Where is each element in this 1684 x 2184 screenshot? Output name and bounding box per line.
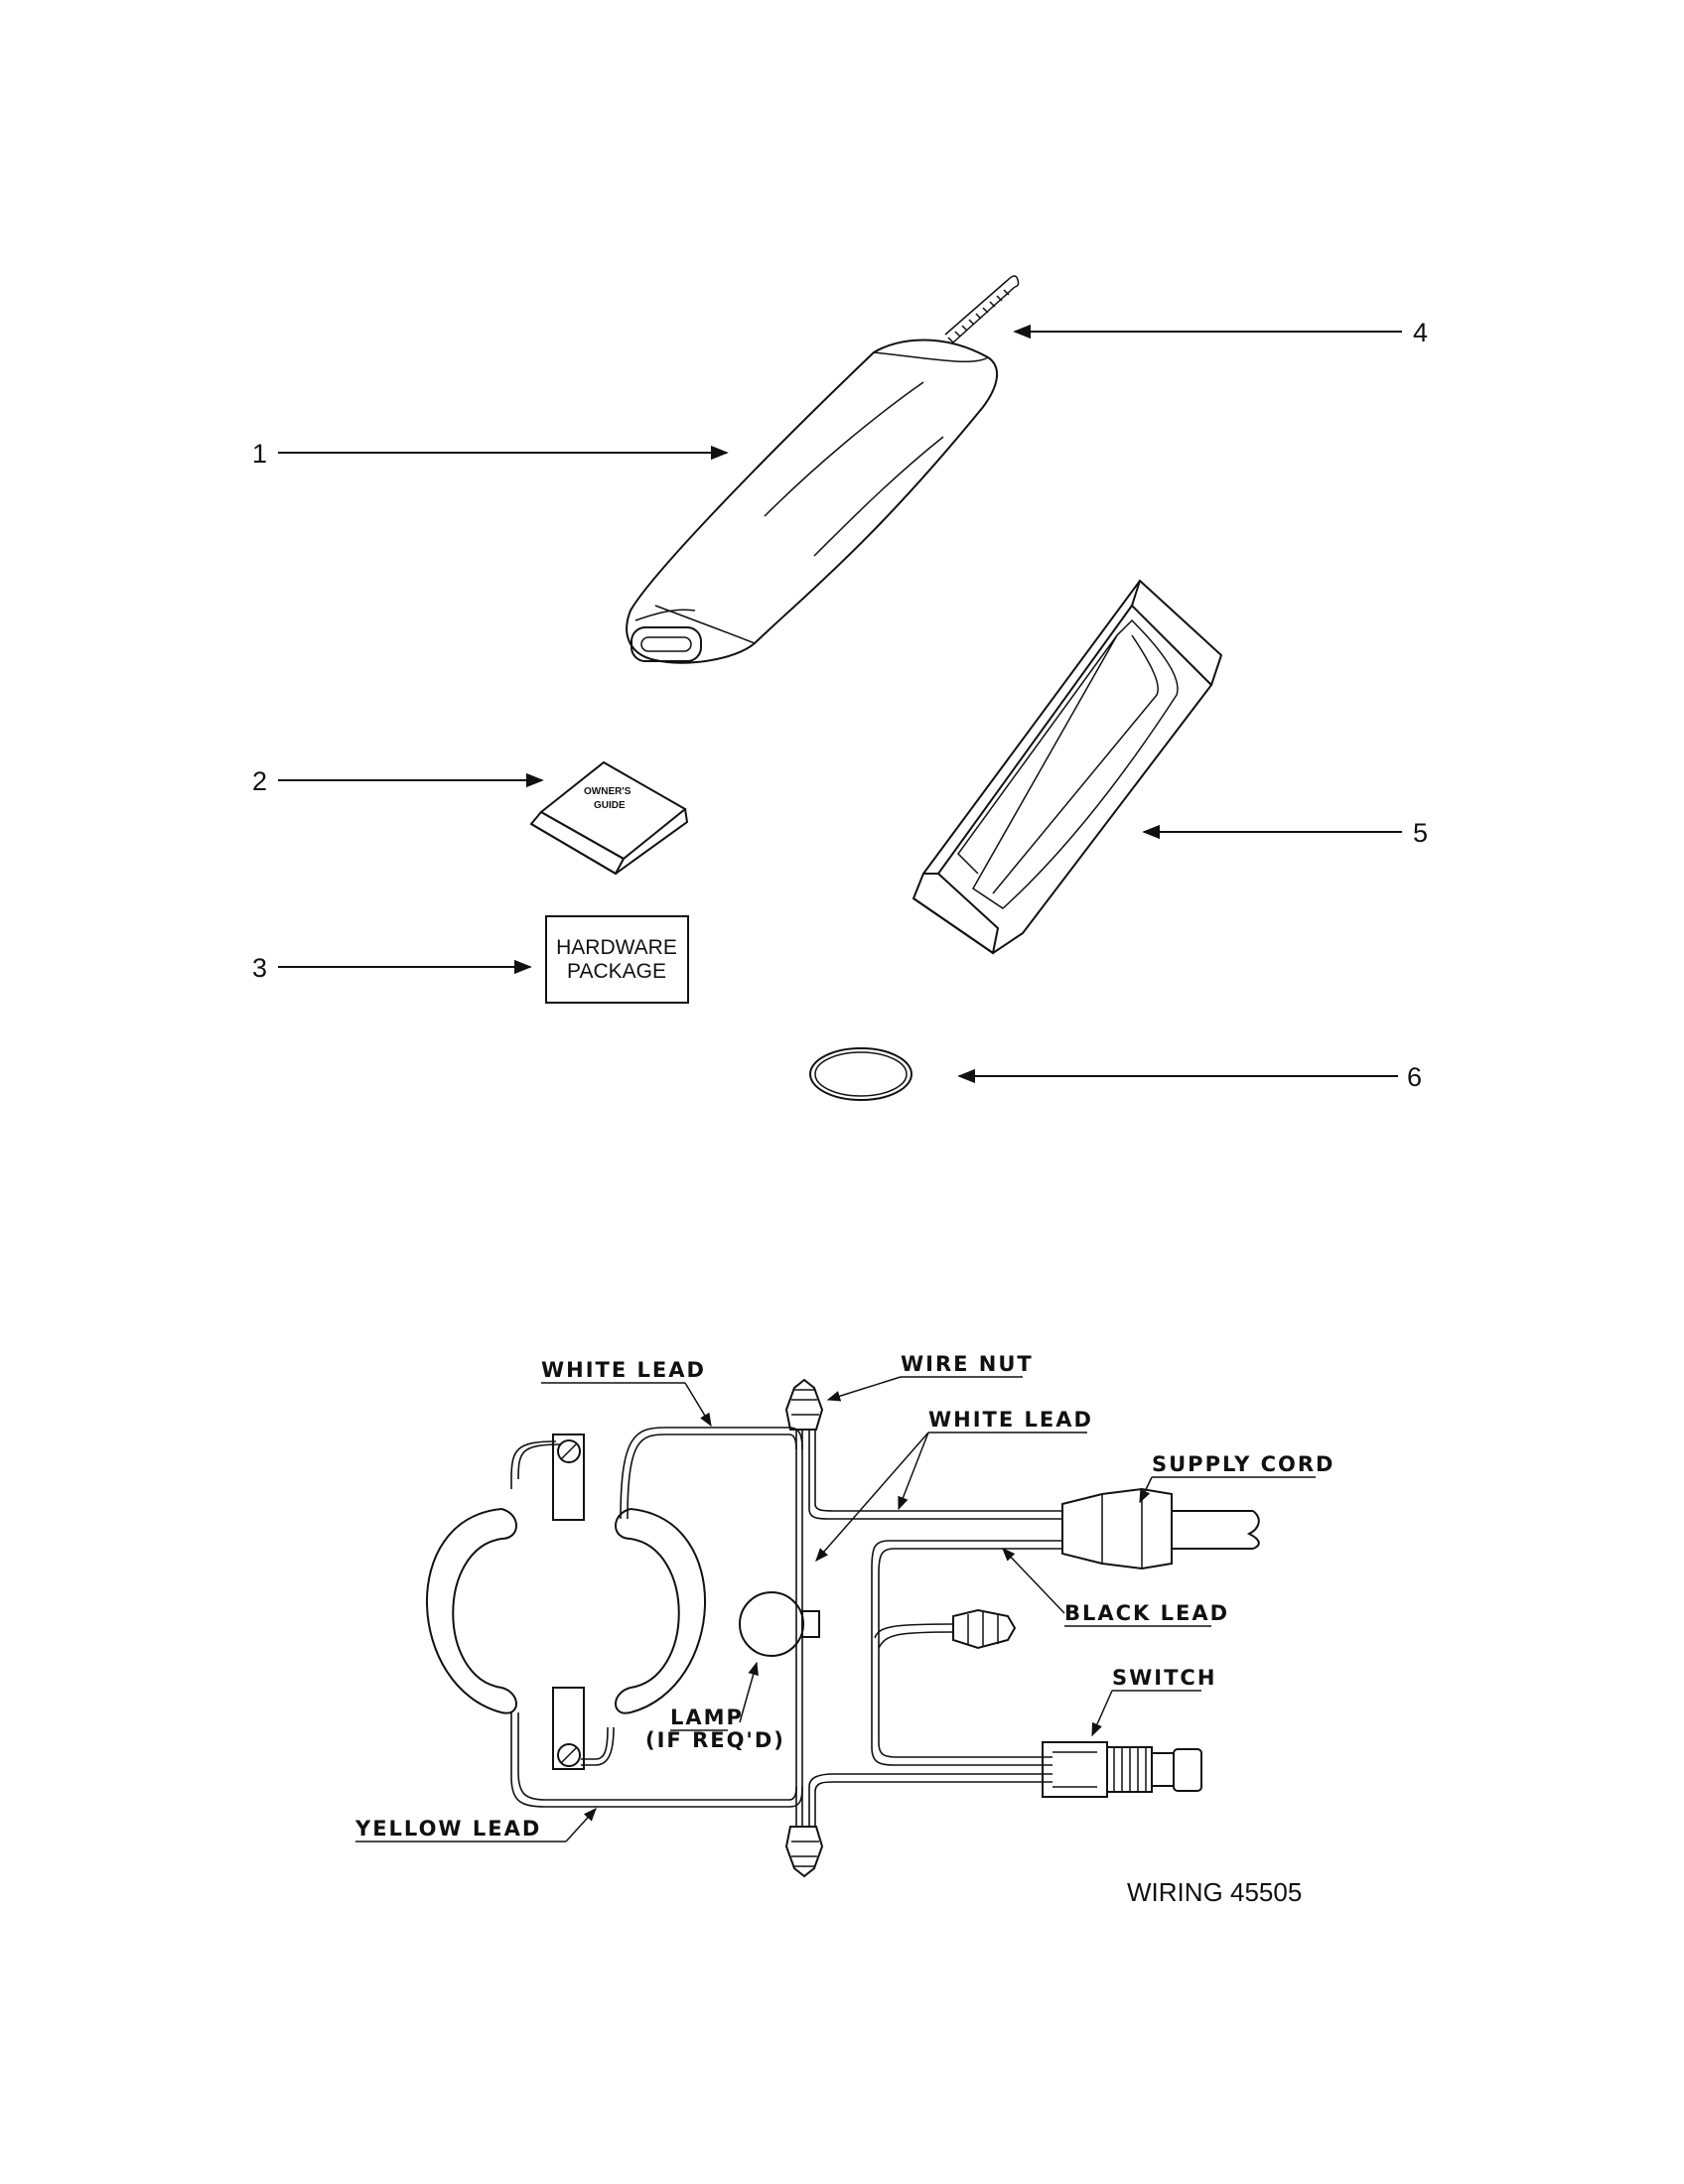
dust-bag-part bbox=[626, 339, 998, 664]
yellow-lead-label: YELLOW LEAD bbox=[354, 1817, 541, 1841]
lamp-label-line2: (IF REQ'D) bbox=[645, 1728, 785, 1752]
switch-label: SWITCH bbox=[1112, 1666, 1216, 1690]
lamp-label-line1: LAMP bbox=[670, 1706, 744, 1729]
wire-nut-label: WIRE NUT bbox=[901, 1352, 1034, 1376]
spring-part bbox=[944, 275, 1020, 343]
owners-guide-title-line2: GUIDE bbox=[594, 800, 626, 811]
callout-4: 4 bbox=[1413, 318, 1428, 347]
white-lead-top-leader bbox=[684, 1382, 712, 1428]
white-lead-top-label: WHITE LEAD bbox=[541, 1358, 706, 1382]
wiring-caption: WIRING 45505 bbox=[1127, 1877, 1302, 1907]
callout-3: 3 bbox=[252, 953, 267, 983]
callout-6: 6 bbox=[1407, 1062, 1422, 1092]
black-lead-label: BLACK LEAD bbox=[1064, 1601, 1229, 1625]
owners-guide-title-line1: OWNER'S bbox=[584, 786, 632, 797]
white-lead-mid-leader-b bbox=[898, 1432, 929, 1511]
bag-cover-part bbox=[912, 579, 1223, 955]
hardware-package-line2: PACKAGE bbox=[567, 960, 666, 983]
black-lead-leader bbox=[1002, 1548, 1065, 1614]
hardware-package-part: HARDWARE PACKAGE bbox=[545, 915, 689, 1004]
lamp-leader bbox=[739, 1661, 759, 1723]
hardware-package-line1: HARDWARE bbox=[556, 936, 677, 959]
white-lead-mid-label: WHITE LEAD bbox=[928, 1408, 1093, 1432]
supply-cord-label: SUPPLY CORD bbox=[1152, 1452, 1334, 1476]
callout-2: 2 bbox=[252, 766, 267, 796]
belt-ring-part bbox=[809, 1047, 912, 1101]
wiring-diagram bbox=[426, 1378, 1260, 1878]
callout-5: 5 bbox=[1413, 818, 1428, 848]
callout-1: 1 bbox=[252, 439, 267, 469]
wire-nut-leader bbox=[826, 1376, 902, 1402]
owners-guide-part: OWNER'S GUIDE bbox=[529, 760, 689, 876]
white-lead-mid-leader-a bbox=[815, 1432, 929, 1563]
switch-leader bbox=[1091, 1690, 1113, 1737]
yellow-lead-leader bbox=[565, 1808, 597, 1843]
supply-cord-leader bbox=[1139, 1476, 1153, 1504]
